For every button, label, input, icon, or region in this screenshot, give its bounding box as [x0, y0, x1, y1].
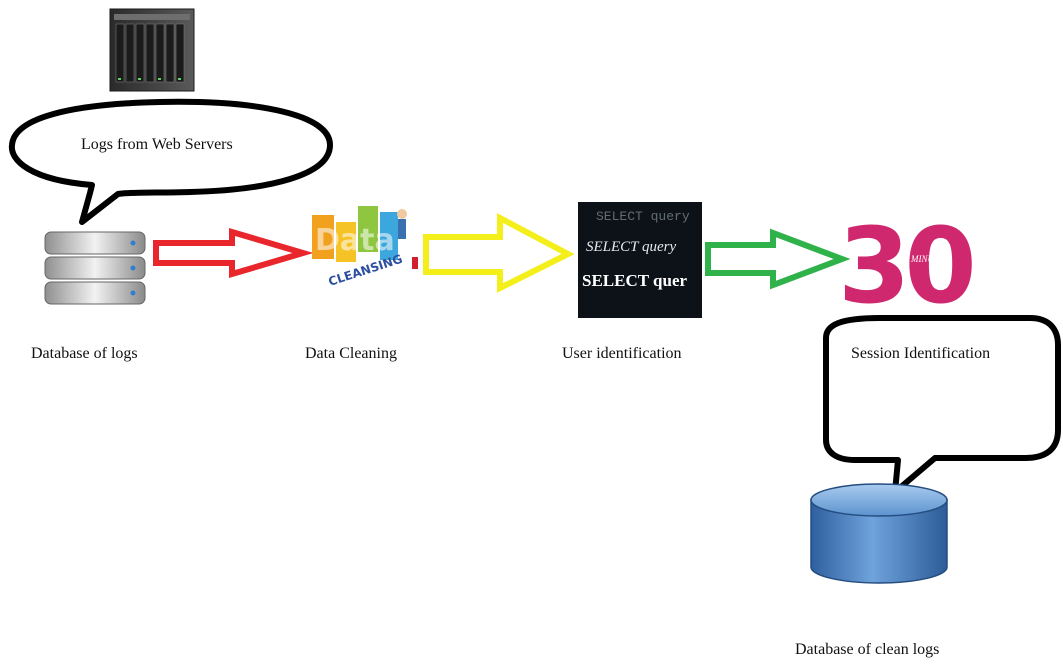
session-timer-icon: 30 MINUTES [838, 205, 978, 327]
sql-line-1: SELECT query [596, 209, 690, 224]
bubble-label-logs-from-web-servers: Logs from Web Servers [81, 136, 233, 153]
label-data-cleaning: Data Cleaning [305, 345, 397, 362]
arrow-green [705, 228, 851, 290]
sql-line-2: SELECT query [586, 239, 676, 255]
web-server-icon [109, 8, 195, 92]
session-speech-bubble [823, 315, 1061, 495]
sql-query-screen: SELECT query SELECT query SELECT quer [578, 202, 702, 318]
logs-speech-bubble [8, 98, 333, 225]
label-user-identification: User identification [562, 345, 682, 362]
label-database-of-clean-logs: Database of clean logs [795, 641, 940, 658]
timer-number: 30 [838, 205, 972, 327]
sql-line-3: SELECT quer [582, 271, 687, 290]
label-database-of-logs: Database of logs [31, 345, 138, 362]
label-session-identification: Session Identification [851, 345, 991, 362]
clean-database-icon [810, 483, 948, 584]
cleansing-logo-word: Data [315, 223, 395, 258]
database-of-logs-icon [44, 231, 146, 305]
arrow-red [153, 227, 314, 279]
data-cleansing-logo: Data CLEANSING [312, 206, 418, 289]
arrow-yellow [423, 213, 575, 293]
timer-unit: MINUTES [910, 254, 949, 264]
